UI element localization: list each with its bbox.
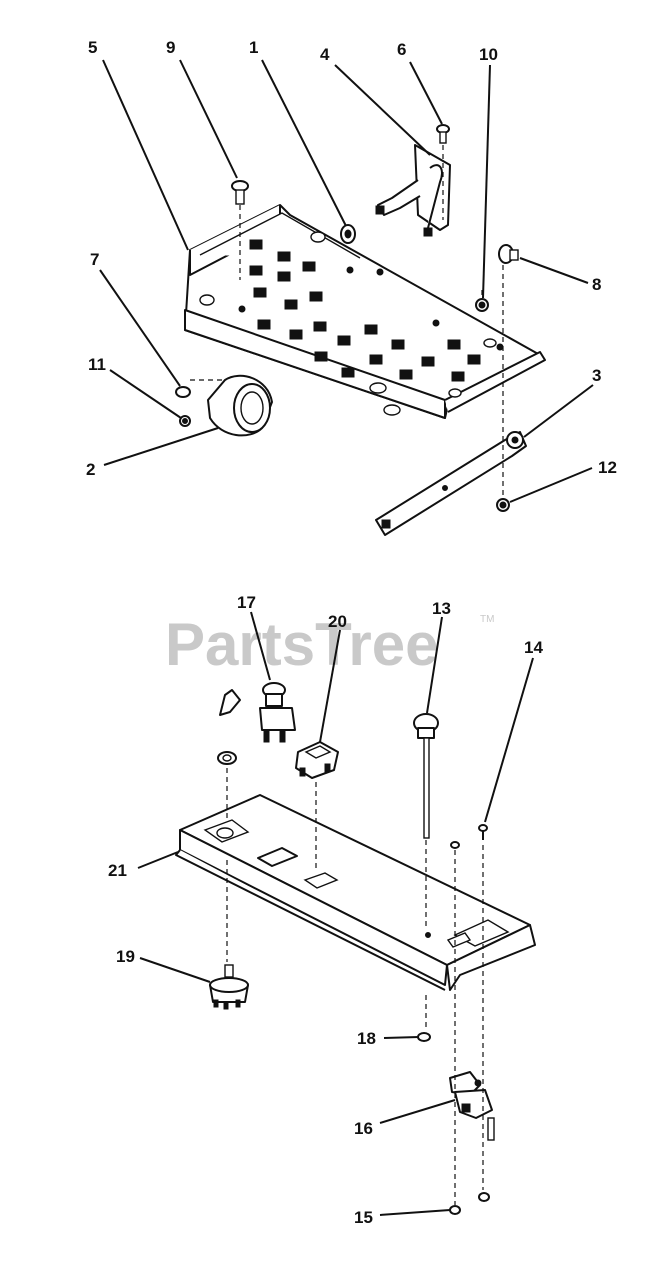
nut-12	[496, 498, 510, 512]
callout-4: 4	[320, 45, 330, 64]
watermark-text: PartsTree	[165, 611, 439, 678]
bolt-6	[436, 124, 450, 144]
callout-8: 8	[592, 275, 601, 294]
choke-knob	[413, 713, 439, 839]
link-bar	[375, 431, 527, 536]
bolt-8	[498, 244, 519, 264]
dash-panel	[175, 794, 536, 991]
watermark: PartsTree TM	[165, 611, 494, 678]
assembly-lines-upper	[190, 145, 504, 495]
callout-5: 5	[88, 38, 97, 57]
callout-1: 1	[249, 38, 258, 57]
callout-6: 6	[397, 40, 406, 59]
bracket	[375, 144, 451, 237]
callout-19: 19	[116, 947, 135, 966]
assembly-lines-lower	[226, 768, 484, 1205]
watermark-trademark: TM	[480, 614, 494, 625]
washer-7	[175, 386, 191, 398]
throttle-control	[449, 1071, 495, 1141]
ring-nut	[217, 751, 237, 765]
callout-7: 7	[90, 250, 99, 269]
nut-lower	[478, 1192, 490, 1202]
spacer	[207, 374, 273, 437]
callout-18: 18	[357, 1029, 376, 1048]
callout-20: 20	[328, 612, 347, 631]
key	[219, 689, 241, 716]
callout-10: 10	[479, 45, 498, 64]
bolt-9	[231, 180, 249, 205]
callout-3: 3	[592, 366, 601, 385]
callout-17: 17	[237, 593, 256, 612]
screw-upper	[450, 841, 460, 849]
washer-1	[340, 224, 356, 244]
nut-11	[179, 415, 191, 427]
mounting-plate	[184, 204, 546, 419]
rocker-switch-20	[295, 741, 339, 779]
callout-11: 11	[88, 355, 106, 374]
callout-labels: 5 9 1 4 6 10 8 7 11 2 3 12 17 20 13 14 2…	[86, 38, 617, 1227]
callout-2: 2	[86, 460, 95, 479]
callout-13: 13	[432, 599, 451, 618]
callout-21: 21	[108, 861, 127, 880]
nut-15	[449, 1205, 461, 1215]
callout-16: 16	[354, 1119, 373, 1138]
callout-9: 9	[166, 38, 175, 57]
ignition-switch	[209, 964, 249, 1010]
nut-18	[417, 1032, 431, 1042]
nut-10	[475, 298, 489, 312]
leader-lines	[99, 59, 594, 1216]
switch-17	[259, 682, 296, 743]
callout-14: 14	[524, 638, 543, 657]
callout-15: 15	[354, 1208, 373, 1227]
callout-12: 12	[598, 458, 617, 477]
screw-14	[478, 824, 488, 840]
